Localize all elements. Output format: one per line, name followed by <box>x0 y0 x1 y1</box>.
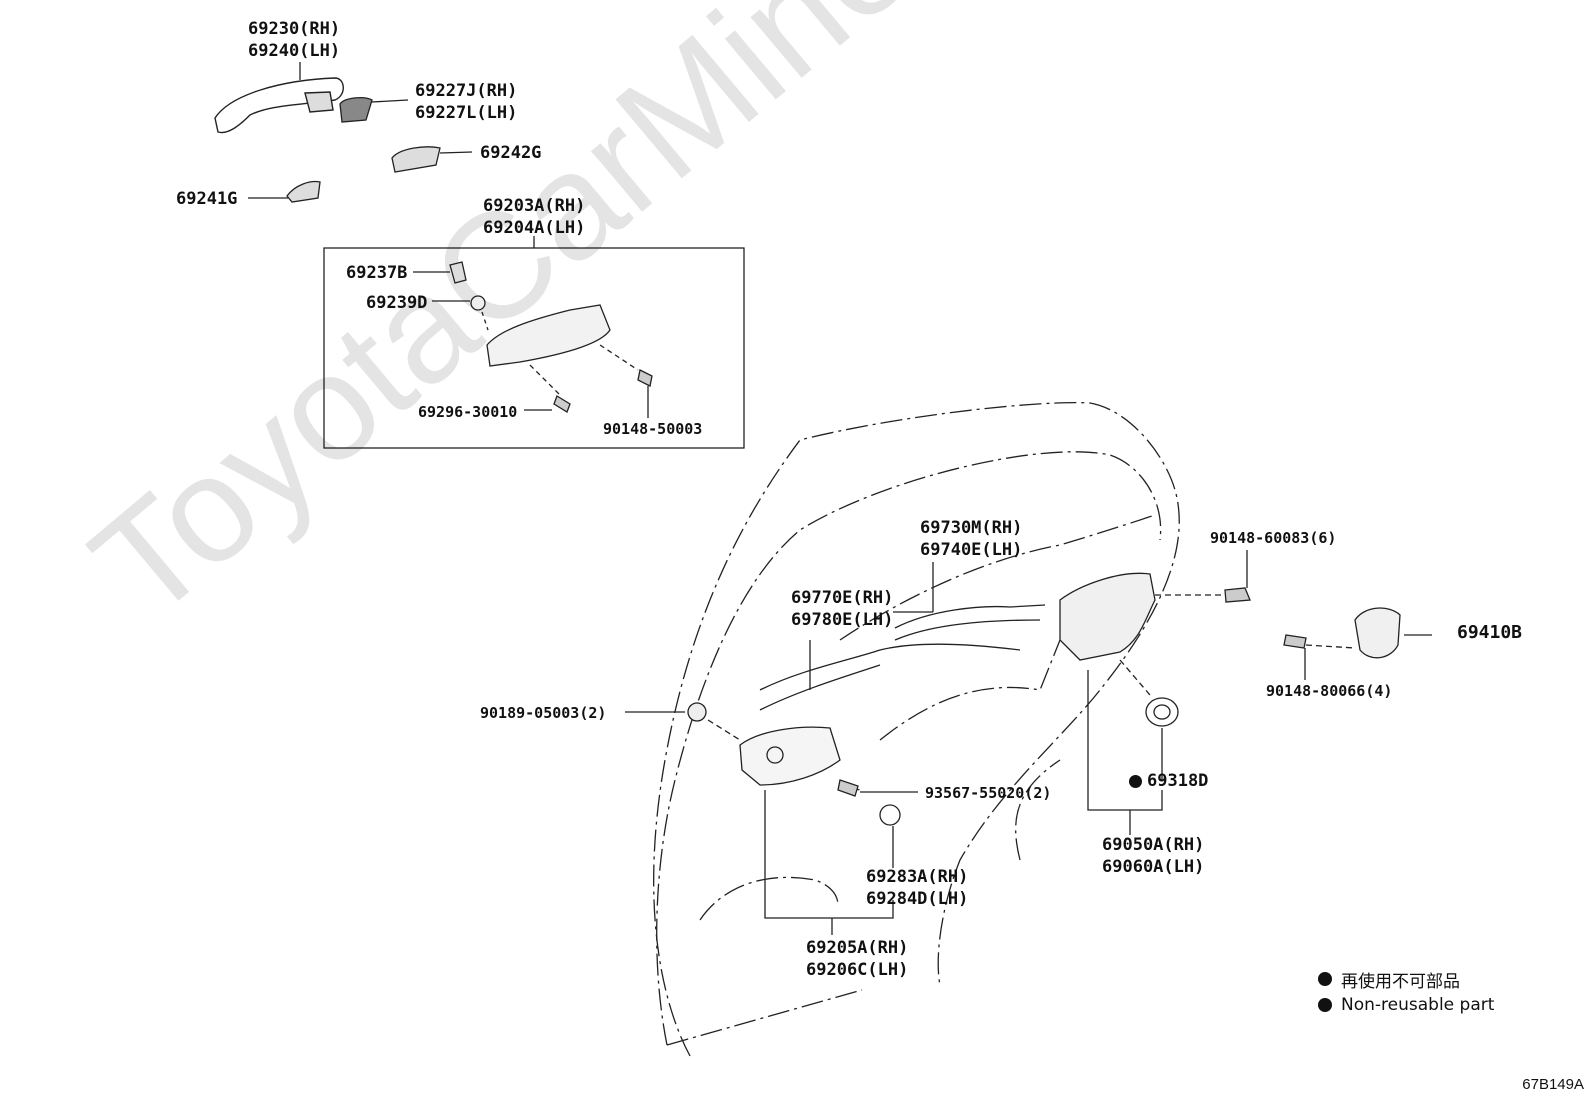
label-cap: 69283A(RH)69284D(LH) <box>866 867 969 909</box>
screw-a <box>553 395 571 413</box>
screw-60083-part <box>1224 587 1251 603</box>
door-lock <box>1059 572 1156 661</box>
handle-cover <box>339 97 373 123</box>
label-inner-handle: 69205A(RH)69206C(LH) <box>806 938 909 980</box>
label-screw-55020: 93567-55020(2) <box>925 784 1052 802</box>
legend-jp: 再使用不可部品 <box>1341 971 1460 992</box>
label-cable-770: 69770E(RH)69780E(LH) <box>791 588 894 630</box>
frame-body <box>486 304 611 367</box>
label-clip-05003: 90189-05003(2) <box>480 704 607 722</box>
label-seal: 69318D <box>1129 770 1208 792</box>
window-line <box>839 514 1156 641</box>
screw-b <box>637 369 653 387</box>
door-inner-2 <box>879 639 1061 741</box>
seal-part <box>1145 697 1179 727</box>
label-lock-assy: 69050A(RH)69060A(LH) <box>1102 835 1205 877</box>
pad-g <box>391 146 441 173</box>
outside-handle <box>214 77 344 134</box>
non-reusable-dot <box>1129 774 1142 788</box>
figure-code: 67B149A <box>1522 1076 1584 1093</box>
door-lower <box>699 876 839 921</box>
label-69239d: 69239D <box>366 293 428 313</box>
label-69237b: 69237B <box>346 263 408 283</box>
cap-part <box>879 804 901 826</box>
label-69296: 69296-30010 <box>418 403 518 421</box>
pad-rear <box>286 180 321 203</box>
door-bottom <box>666 989 863 1046</box>
clip-part <box>687 702 707 722</box>
label-rod-730: 69730M(RH)69740E(LH) <box>920 518 1023 560</box>
cable-770 <box>759 643 1021 691</box>
screw-55020-part <box>837 779 859 797</box>
label-frame-assy: 69203A(RH)69204A(LH) <box>483 196 586 238</box>
p69239d-part <box>470 295 486 311</box>
legend-en: Non-reusable part <box>1341 995 1495 1015</box>
rod-730 <box>894 604 1046 629</box>
door-outline <box>653 402 1180 1057</box>
door-inner <box>656 451 1162 1046</box>
legend: 再使用不可部品 Non-reusable part <box>1318 966 1494 1018</box>
label-screw-80066: 90148-80066(4) <box>1266 682 1393 700</box>
label-pad-rear: 69241G <box>176 189 238 209</box>
label-striker: 69410B <box>1457 622 1523 643</box>
screw-80066-part <box>1283 634 1307 649</box>
p69237b-part <box>449 261 467 284</box>
label-90148-50003: 90148-50003 <box>603 420 703 438</box>
inner-handle-part <box>739 726 841 786</box>
striker-part <box>1354 607 1401 659</box>
label-handle-outer: 69230(RH)69240(LH) <box>248 19 341 61</box>
label-pad-g: 69242G <box>480 143 542 163</box>
legend-dot-icon <box>1318 972 1332 986</box>
label-screw-60083: 90148-60083(6) <box>1210 529 1337 547</box>
label-cover: 69227J(RH)69227L(LH) <box>415 81 518 123</box>
legend-dot-icon <box>1318 998 1332 1012</box>
door-inner-3 <box>1015 759 1061 861</box>
